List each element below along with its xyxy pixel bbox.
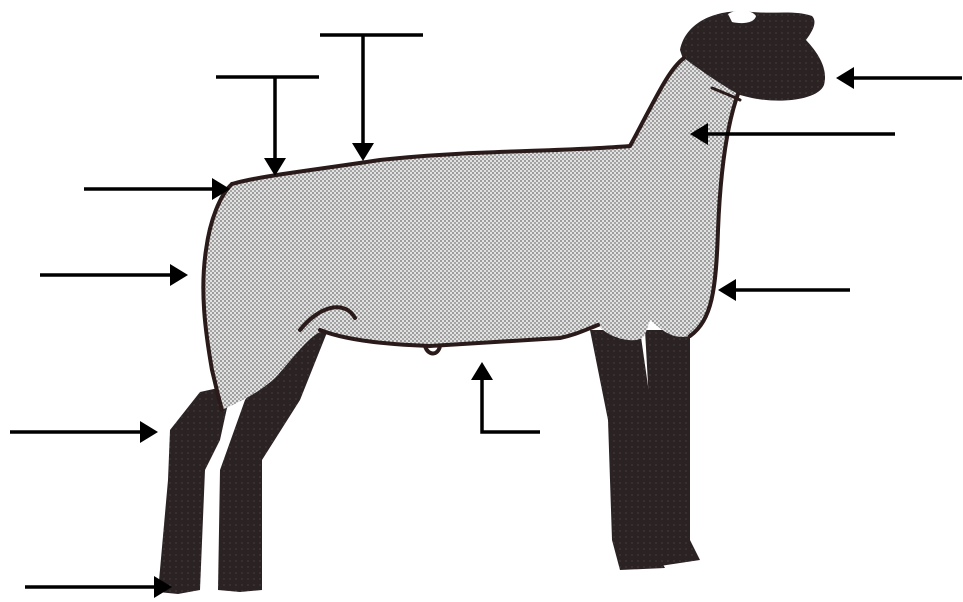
arrow-hoof [25, 576, 172, 598]
arrow-belly [471, 362, 540, 432]
arrow-leg [40, 264, 188, 286]
arrow-breast [718, 279, 850, 301]
sheep-illustration [158, 10, 825, 594]
arrow-hock [10, 421, 158, 443]
arrow-muzzle [836, 67, 962, 89]
arrow-rump [216, 77, 319, 176]
arrow-loin [320, 35, 423, 161]
arrow-dock [84, 178, 230, 200]
